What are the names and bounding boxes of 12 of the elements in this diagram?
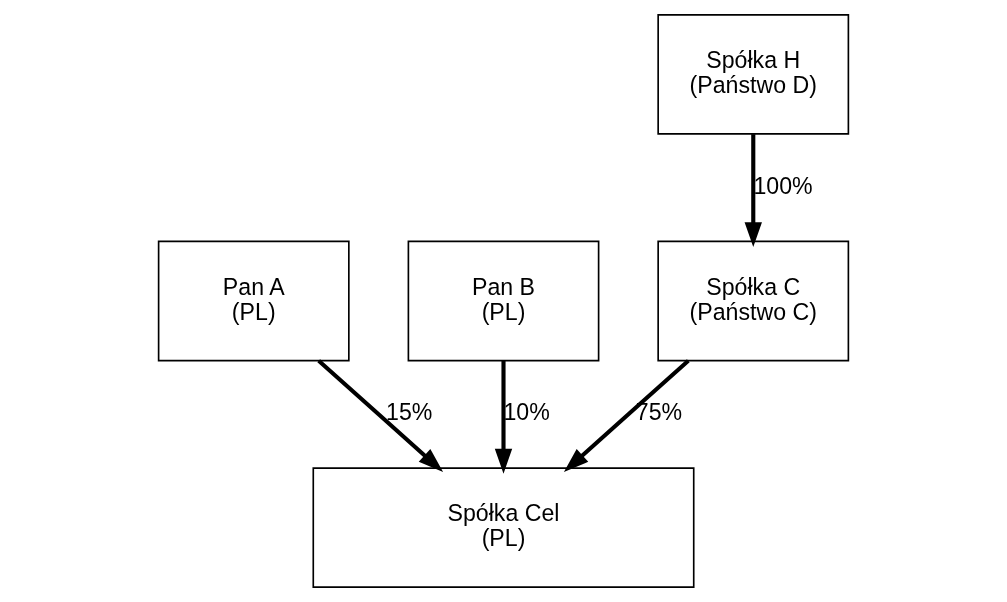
node-box: Pan B (PL) (407, 240, 600, 362)
node-box: Spółka Cel (PL) (312, 467, 695, 588)
edge-label: 100% (753, 172, 813, 199)
edge-label: 75% (635, 399, 683, 426)
arrow (317, 359, 444, 472)
edge-label: 15% (386, 399, 433, 426)
arrow (744, 134, 762, 248)
node-box: Pan A (PL) (157, 240, 350, 362)
node-box: Spółka C (Państwo C) (657, 240, 850, 362)
arrow (494, 360, 513, 474)
node-box: Spółka H (Państwo D) (657, 14, 850, 135)
arrow (563, 359, 690, 472)
